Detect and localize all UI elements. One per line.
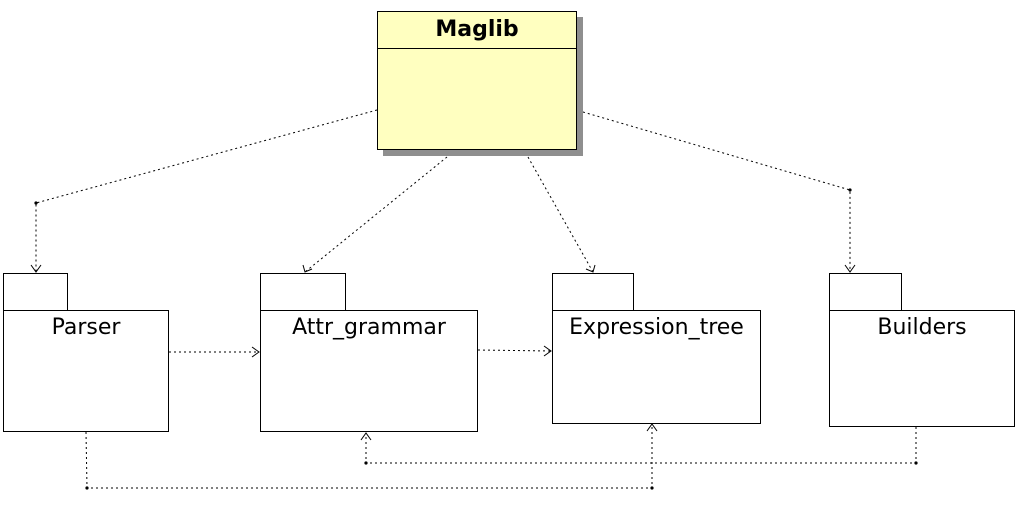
arrowhead-expression-tree-top [585, 264, 596, 273]
maglib-class-name: Maglib [378, 12, 576, 49]
arrowhead-attr-grammar-left [251, 346, 260, 358]
package-name: Parser [51, 315, 121, 340]
package-body: Builders [829, 310, 1015, 427]
package-name: Expression_tree [569, 315, 744, 340]
arrowhead-builders [844, 264, 856, 273]
bend-point [364, 461, 368, 465]
package-tab [260, 273, 346, 311]
package-tab [3, 273, 68, 311]
package-parser[interactable]: Parser [3, 273, 169, 432]
arrowhead-attr-grammar-top [302, 264, 313, 273]
edge-maglib-expression-tree [527, 156, 594, 273]
package-name: Attr_grammar [292, 315, 446, 340]
maglib-class-box[interactable]: Maglib [377, 11, 577, 150]
edge-maglib-parser [35, 109, 378, 272]
bend-point [848, 188, 852, 192]
arrowhead-expression-tree-left [543, 345, 552, 357]
package-body: Attr_grammar [260, 310, 478, 432]
package-attr-grammar[interactable]: Attr_grammar [260, 273, 478, 432]
package-expression-tree[interactable]: Expression_tree [552, 273, 761, 424]
arrowhead-attr-grammar-bottom [360, 432, 372, 441]
edge-maglib-attr-grammar [304, 156, 448, 273]
package-body: Parser [3, 310, 169, 432]
arrowhead-parser [30, 264, 42, 273]
package-tab [552, 273, 634, 311]
arrowhead-expression-tree-bottom [646, 423, 658, 432]
edge-parser-expression-tree [85, 424, 653, 489]
edge-attr-grammar-expression-tree [477, 349, 552, 352]
bend-point [85, 486, 89, 490]
bend-point [914, 461, 918, 465]
package-name: Builders [877, 315, 967, 340]
package-body: Expression_tree [552, 310, 761, 424]
edge-builders-attr-grammar [365, 427, 917, 464]
package-tab [829, 273, 902, 311]
package-builders[interactable]: Builders [829, 273, 1015, 427]
bend-point [650, 486, 654, 490]
edge-maglib-builders [582, 111, 851, 272]
bend-point [34, 201, 38, 205]
